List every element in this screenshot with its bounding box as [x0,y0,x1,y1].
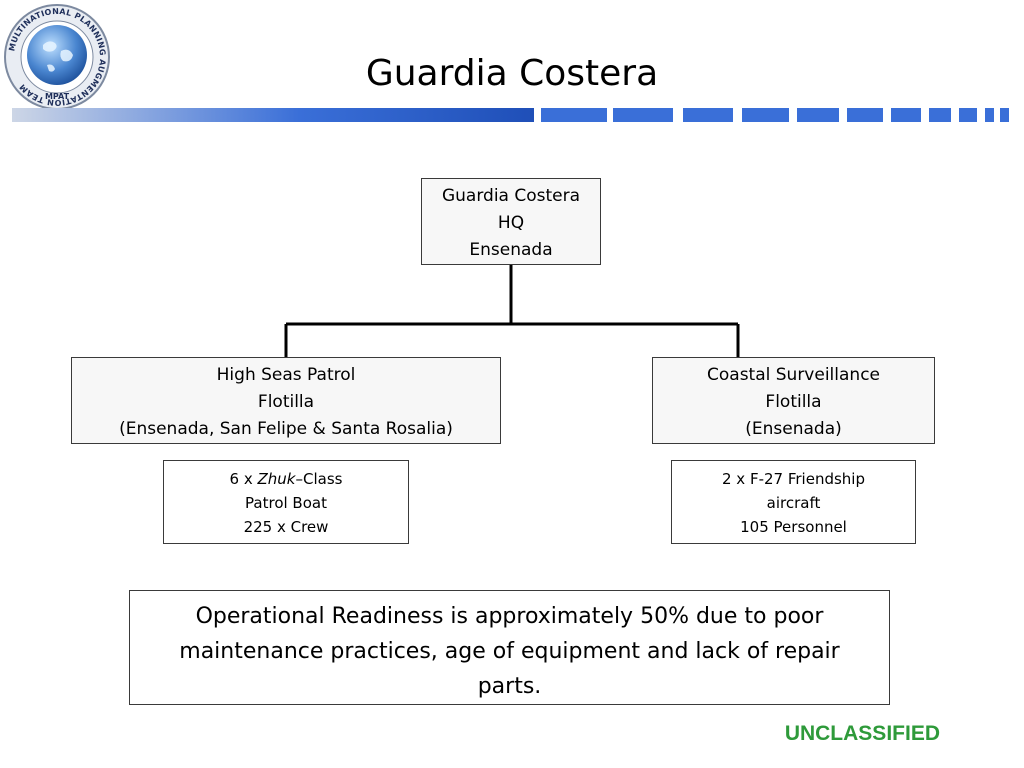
note-line: Operational Readiness is approximately 5… [195,604,824,629]
node-line: High Seas Patrol [216,365,356,385]
mpat-logo: MULTINATIONAL PLANNING AUGMENTATION TEAM… [4,4,110,110]
detail-line: aircraft [766,494,821,512]
node-line: Flotilla [765,392,822,412]
node-line: (Ensenada) [745,419,842,439]
note-line: maintenance practices, age of equipment … [179,639,840,664]
org-node-coastal-surveillance: Coastal Surveillance Flotilla (Ensenada) [652,357,935,444]
detail-line: Patrol Boat [245,494,327,512]
globe-icon [27,25,87,85]
readiness-note: Operational Readiness is approximately 5… [129,590,890,705]
detail-line: 225 x Crew [243,518,329,536]
node-line: Coastal Surveillance [707,365,880,385]
node-line: Ensenada [469,240,553,260]
note-line: parts. [477,674,542,699]
vessel-class-name: Zhuk [257,470,296,488]
detail-line: 6 x Zhuk–Class [229,470,343,488]
detail-line: 105 Personnel [740,518,847,536]
node-line: (Ensenada, San Felipe & Santa Rosalia) [119,419,453,439]
page-title: Guardia Costera [365,53,659,94]
detail-coastal-surveillance: 2 x F-27 Friendship aircraft 105 Personn… [671,460,916,544]
node-line: Guardia Costera [441,186,581,206]
org-node-high-seas-patrol: High Seas Patrol Flotilla (Ensenada, San… [71,357,501,444]
node-line: Flotilla [257,392,315,412]
logo-acronym: MPAT [45,92,70,101]
node-line: HQ [497,213,525,233]
detail-high-seas-patrol: 6 x Zhuk–Class Patrol Boat 225 x Crew [163,460,409,544]
classification-label: UNCLASSIFIED [784,722,940,745]
detail-line: 2 x F-27 Friendship [722,470,865,488]
org-node-hq: Guardia Costera HQ Ensenada [421,178,601,265]
